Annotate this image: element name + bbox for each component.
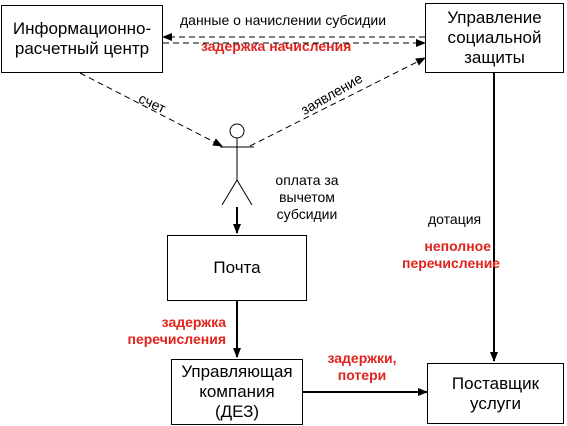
label-accrual-delay: задержка начисления xyxy=(201,38,352,54)
label-delays-losses: задержки, потери xyxy=(316,350,408,384)
edge-invoice xyxy=(79,72,223,147)
node-management-company-line-1: Управляющая xyxy=(181,362,293,381)
node-post-office-label: Почта xyxy=(213,258,261,277)
label-payment-line-2: вычетом xyxy=(279,189,335,205)
label-transfer-delay-line-2: перечисления xyxy=(127,331,226,347)
label-incomplete-transfer: неполное перечисление xyxy=(402,238,501,272)
label-incomplete-transfer-line-1: неполное xyxy=(424,238,491,254)
node-management-company: Управляющая компания (ДЕЗ) xyxy=(171,359,303,425)
label-grant: дотация xyxy=(428,211,482,227)
label-incomplete-transfer-line-2: перечисление xyxy=(402,255,501,271)
node-service-provider-line-1: Поставщик xyxy=(451,373,540,393)
edge-application xyxy=(249,57,426,147)
label-delays-losses-line-2: потери xyxy=(337,367,387,383)
node-social-protection: Управление социальной защиты xyxy=(425,3,564,73)
node-management-company-line-2: компания xyxy=(199,382,275,401)
label-payment-line-3: субсидии xyxy=(276,206,338,222)
label-transfer-delay-line-1: задержка xyxy=(161,314,226,330)
label-payment-line-1: оплата за xyxy=(275,172,339,188)
node-management-company-line-3: (ДЕЗ) xyxy=(214,402,260,421)
node-post-office: Почта xyxy=(167,235,307,301)
node-social-protection-label: Управление социальной защиты xyxy=(447,8,542,67)
node-service-provider-line-2: услуги xyxy=(470,393,521,413)
node-service-provider: Поставщик услуги xyxy=(427,363,564,424)
label-payment-after-subsidy: оплата за вычетом субсидии xyxy=(268,172,346,223)
label-transfer-delay: задержка перечисления xyxy=(112,314,226,348)
label-subsidy-data: данные о начислении субсидии xyxy=(180,12,387,28)
node-info-center: Информационно-расчетный центр xyxy=(1,5,163,73)
label-delays-losses-line-1: задержки, xyxy=(327,350,397,366)
node-info-center-label: Информационно-расчетный центр xyxy=(12,19,152,58)
stick-figure-icon xyxy=(220,123,254,206)
